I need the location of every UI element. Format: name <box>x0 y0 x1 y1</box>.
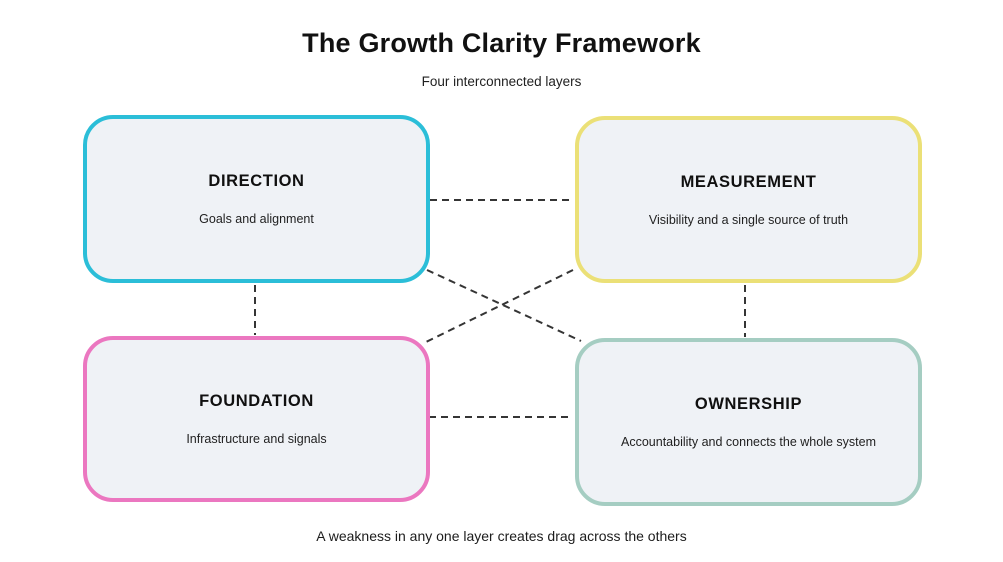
layer-description-foundation: Infrastructure and signals <box>186 432 327 446</box>
connector-measurement-foundation <box>425 269 574 343</box>
connector-direction-ownership <box>426 269 582 342</box>
layer-box-foundation: FOUNDATION Infrastructure and signals <box>83 336 430 502</box>
page-title: The Growth Clarity Framework <box>302 28 701 58</box>
layer-description-direction: Goals and alignment <box>199 212 314 226</box>
layer-label-ownership: OWNERSHIP <box>694 395 803 413</box>
layer-label-direction: DIRECTION <box>208 172 305 190</box>
layer-box-measurement: MEASUREMENT Visibility and a single sour… <box>575 116 922 283</box>
layer-box-direction: DIRECTION Goals and alignment <box>83 115 430 283</box>
page-subtitle: Four interconnected layers <box>421 74 582 89</box>
layer-box-ownership: OWNERSHIP Accountability and connects th… <box>575 338 922 506</box>
layer-description-measurement: Visibility and a single source of truth <box>648 212 849 227</box>
layer-label-foundation: FOUNDATION <box>199 392 314 410</box>
layer-description-ownership: Accountability and connects the whole sy… <box>621 435 876 449</box>
layer-label-measurement: MEASUREMENT <box>680 172 817 191</box>
footer-note: A weakness in any one layer creates drag… <box>316 528 687 544</box>
